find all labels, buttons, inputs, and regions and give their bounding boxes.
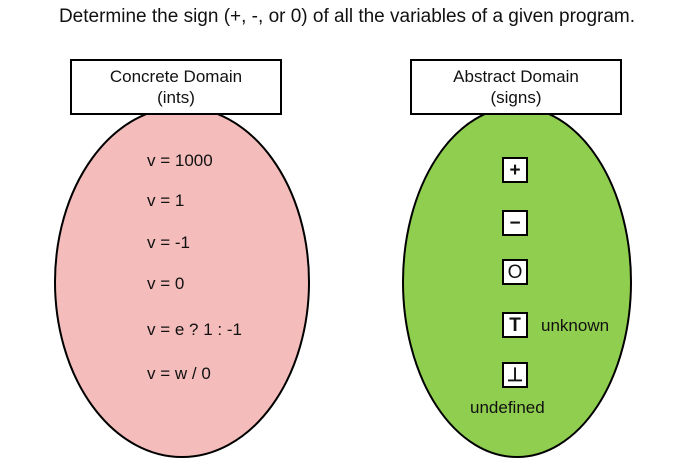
heading: Determine the sign (+, -, or 0) of all t… [58, 6, 636, 27]
plus-symbol-icon: + [502, 157, 528, 183]
top-symbol-icon: T [502, 312, 528, 338]
abstract-domain-title-box: Abstract Domain (signs) [410, 59, 622, 115]
concrete-value: v = 1000 [147, 151, 213, 170]
concrete-value: v = 1 [147, 191, 185, 210]
concrete-value: v = 0 [147, 274, 185, 293]
bottom-symbol-icon: ⊥ [502, 362, 528, 388]
zero-symbol-icon: O [502, 259, 528, 285]
concrete-domain-title-box: Concrete Domain (ints) [70, 59, 282, 115]
undefined-label: undefined [470, 398, 545, 417]
concrete-domain-subtitle: (ints) [157, 88, 195, 107]
unknown-label: unknown [541, 316, 610, 335]
concrete-value: v = -1 [147, 233, 190, 252]
concrete-domain-title: Concrete Domain [109, 67, 243, 86]
abstract-domain-title: Abstract Domain [453, 67, 579, 86]
minus-symbol-icon: − [502, 210, 528, 236]
concrete-value: v = w / 0 [147, 364, 211, 383]
concrete-value: v = e ? 1 : -1 [147, 320, 242, 339]
abstract-domain-subtitle: (signs) [490, 88, 542, 107]
